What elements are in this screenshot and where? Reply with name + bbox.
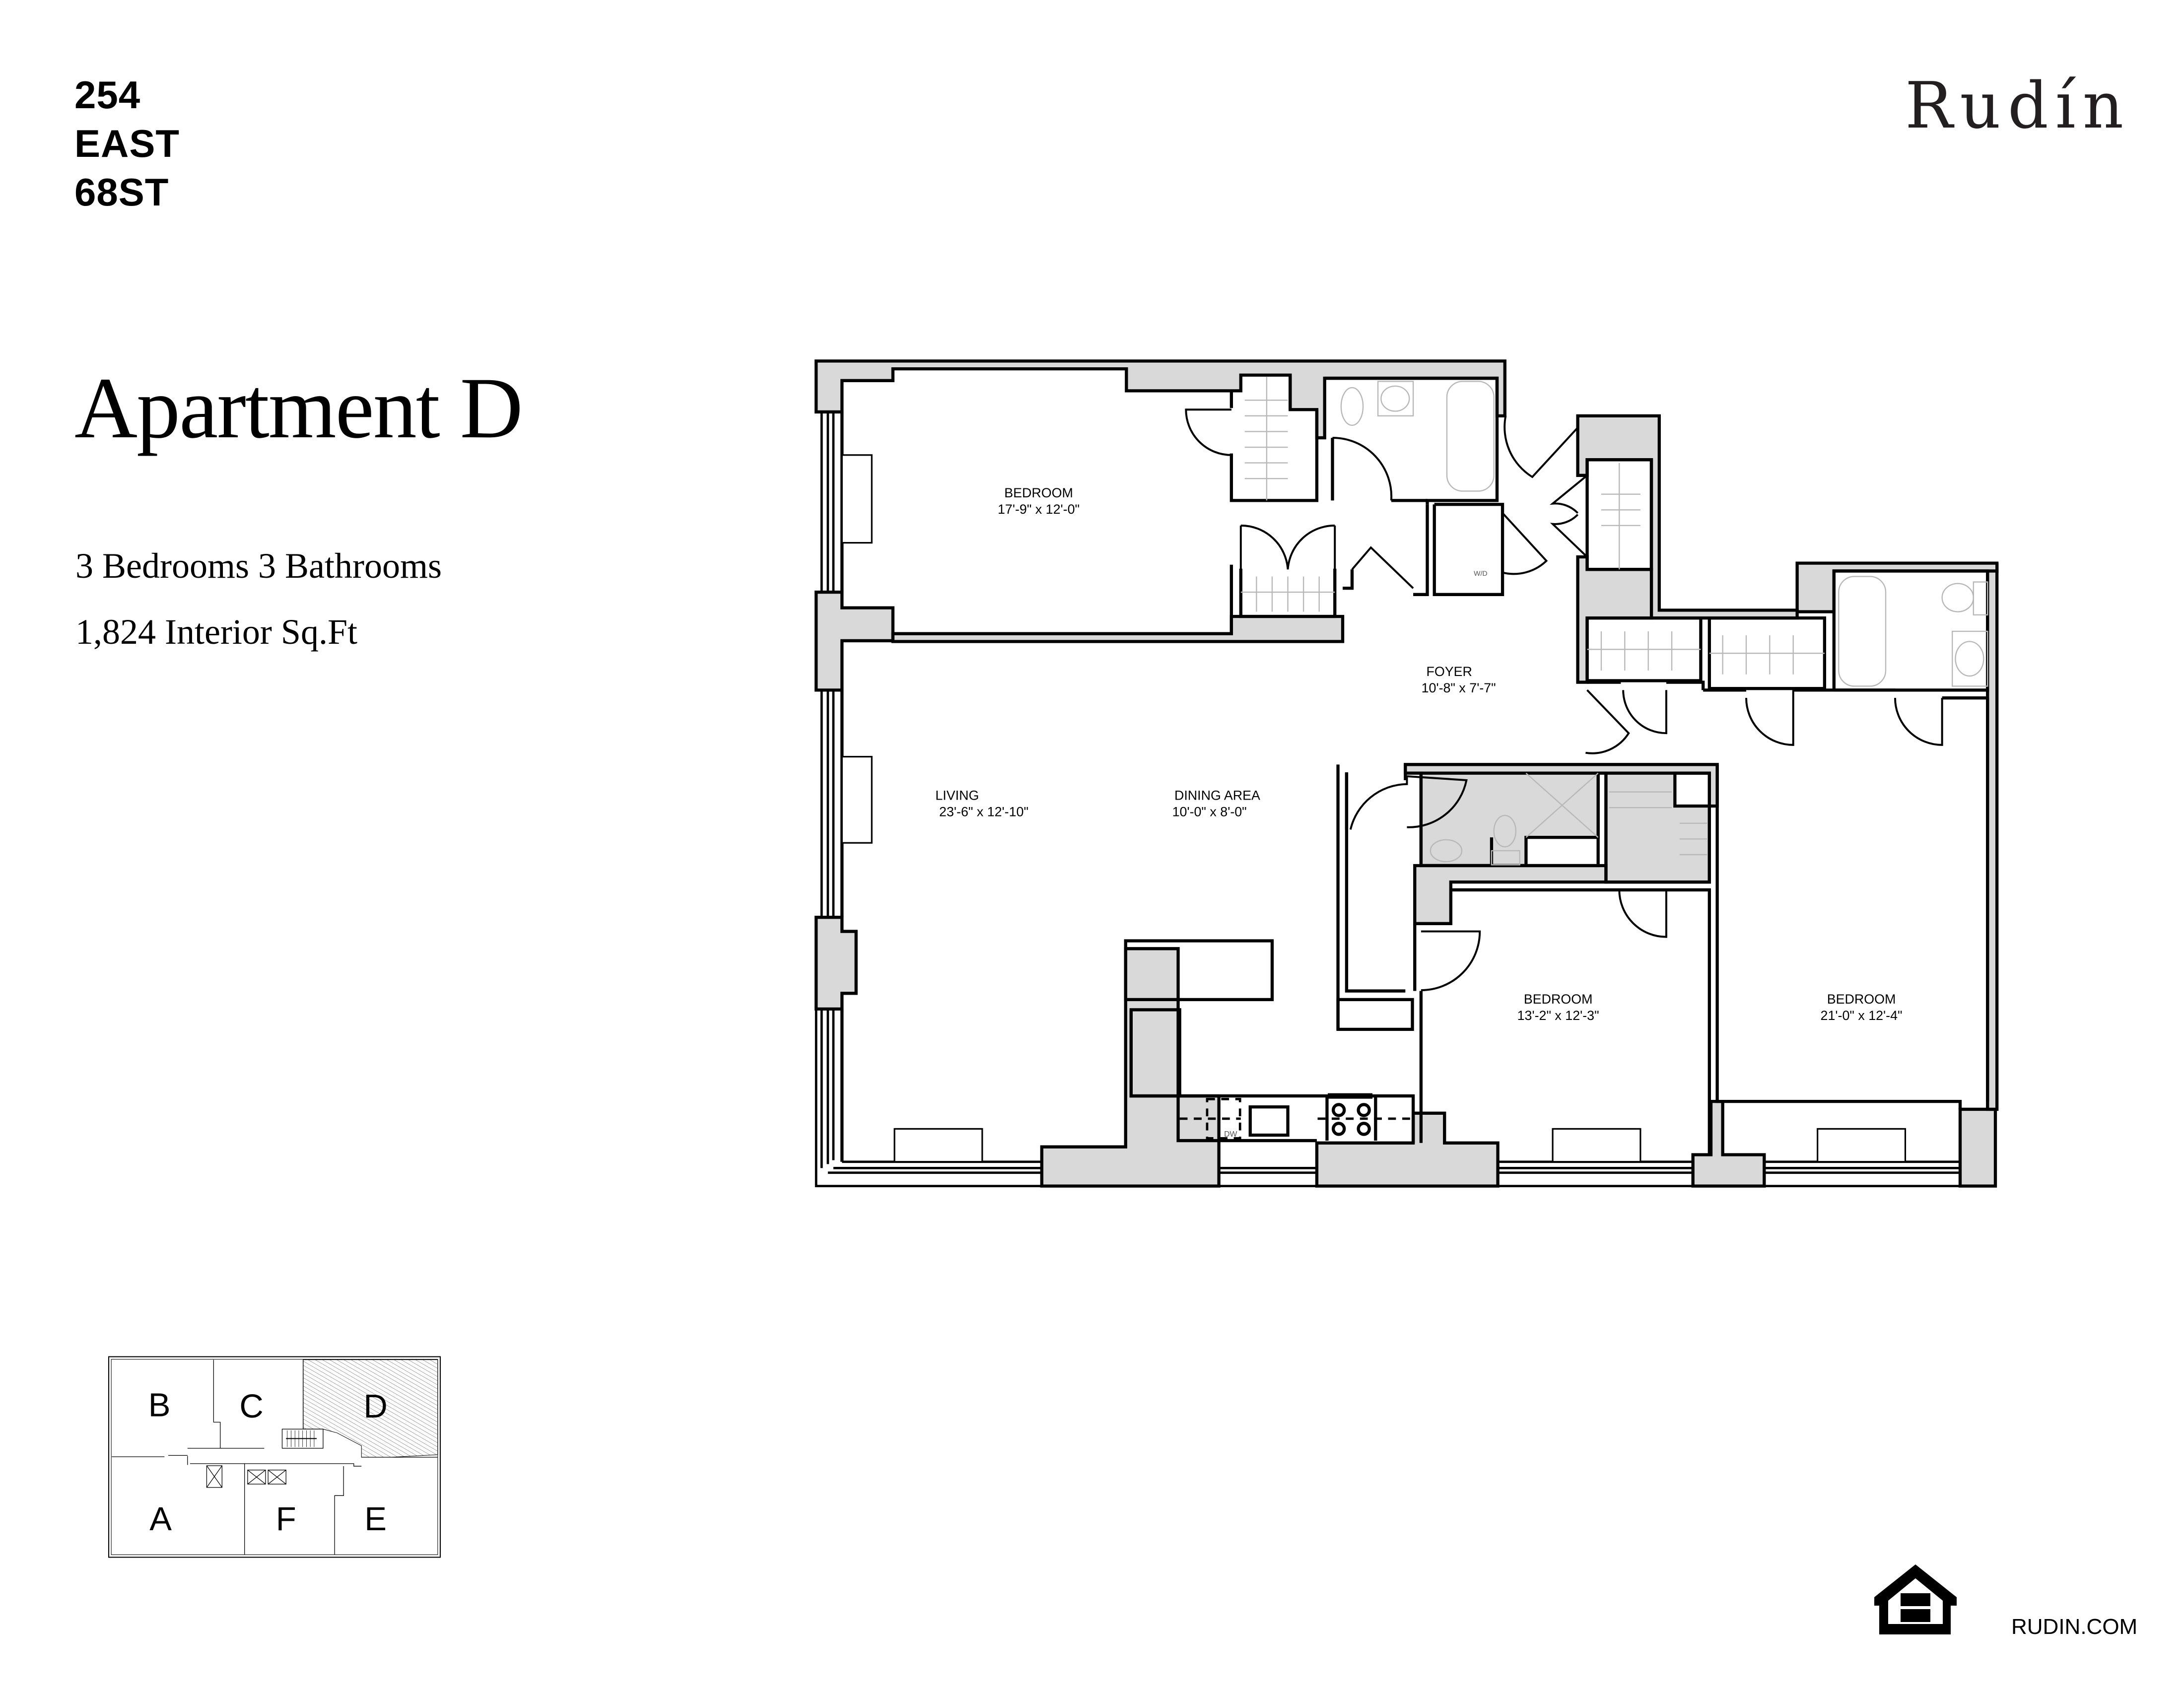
fixtures (1240, 376, 1988, 866)
counter-dashes (1179, 1098, 1414, 1140)
key-plan-stair (286, 1430, 317, 1447)
key-plan-unit-e: E (364, 1500, 387, 1538)
key-plan-unit-a: A (149, 1500, 172, 1538)
key-plan-unit-d: D (363, 1388, 387, 1425)
key-plan-unit-c: C (239, 1388, 263, 1425)
rudin-logo: Rudín (1905, 69, 2131, 143)
room-dims-living: 23'-6" x 12'-10" (939, 805, 1028, 819)
door-swings (1185, 408, 1943, 991)
room-labels: BEDROOM 17'-9" x 12'-0" FOYER 10'-8" x 7… (935, 485, 1902, 1139)
room-name-bedroom-2: BEDROOM (1524, 992, 1593, 1007)
bed-bath-count: 3 Bedrooms 3 Bathrooms (75, 546, 442, 586)
room-dims-bedroom-1: 17'-9" x 12'-0" (998, 502, 1080, 517)
key-plan-labels: B C D A F E (148, 1387, 388, 1538)
room-dims-bedroom-2: 13'-2" x 12'-3" (1517, 1008, 1599, 1023)
dishwasher-label: DW (1224, 1130, 1237, 1139)
window-frames (815, 411, 1960, 1188)
room-name-bedroom-3: BEDROOM (1827, 992, 1896, 1007)
room-dims-dining: 10'-0" x 8'-0" (1172, 805, 1247, 819)
website-link[interactable]: RUDIN.COM (2011, 1615, 2138, 1639)
interior-area: 1,824 Interior Sq.Ft (75, 612, 357, 652)
key-plan-unit-f: F (276, 1500, 296, 1538)
room-name-foyer: FOYER (1427, 664, 1472, 679)
address-line-direction: EAST (74, 122, 180, 165)
radiators (841, 454, 1907, 1163)
room-name-bedroom-1: BEDROOM (1004, 485, 1073, 500)
room-name-living: LIVING (935, 788, 979, 803)
room-dims-foyer: 10'-8" x 7'-7" (1422, 680, 1496, 695)
room-dims-bedroom-3: 21'-0" x 12'-4" (1821, 1008, 1903, 1023)
equal-housing-opportunity-icon (1874, 1564, 1957, 1634)
key-plan-unit-b: B (148, 1387, 171, 1424)
key-plan: B C D A F E (108, 1356, 441, 1558)
floor-plan: BEDROOM 17'-9" x 12'-0" FOYER 10'-8" x 7… (815, 359, 1999, 1188)
washer-dryer-label: W/D (1474, 570, 1488, 578)
room-name-dining: DINING AREA (1174, 788, 1260, 803)
page-title: Apartment D (74, 360, 523, 457)
address-line-street: 68ST (74, 170, 169, 214)
address-line-number: 254 (74, 73, 141, 117)
